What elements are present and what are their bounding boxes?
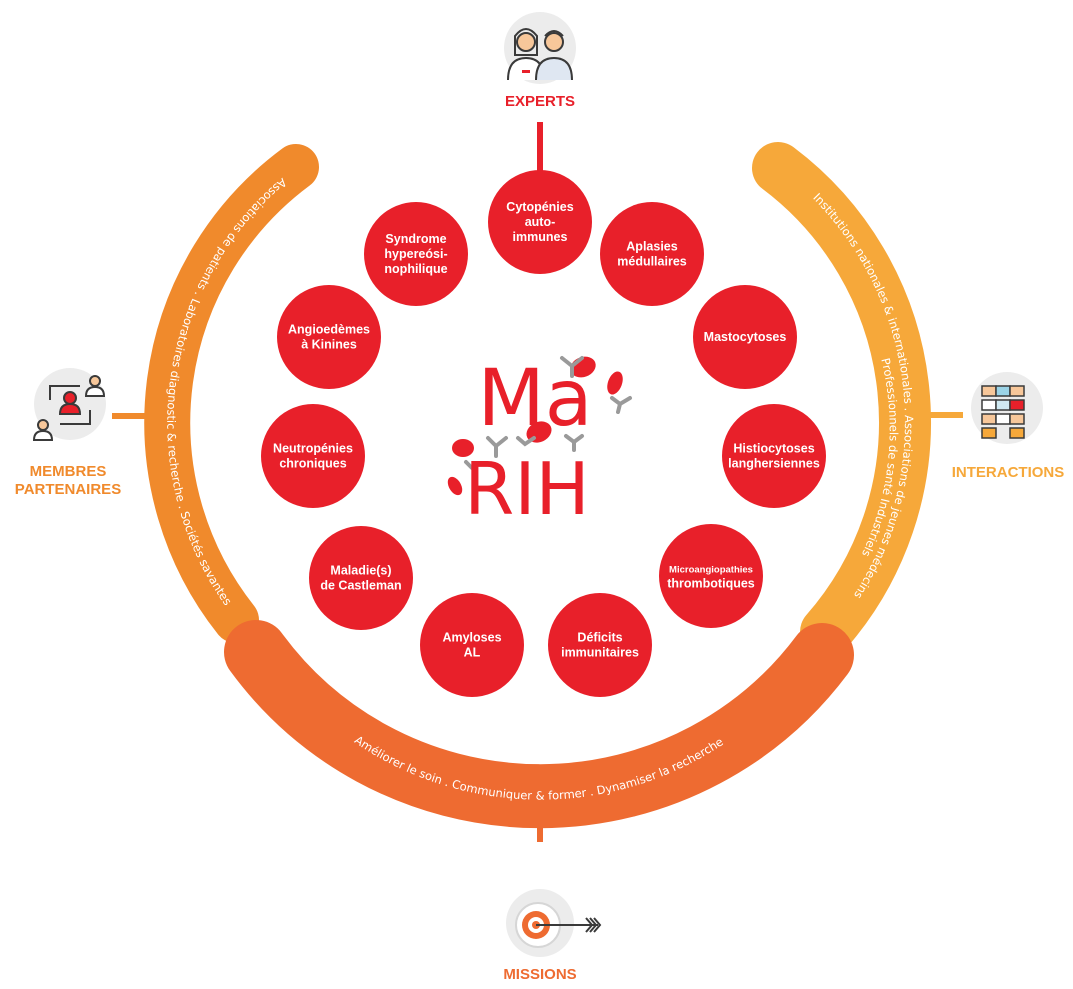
marih-logo: Ma RIH [447, 354, 632, 531]
logo-line2: RIH [464, 447, 589, 531]
disease-node: Maladie(s)de Castleman [309, 526, 413, 630]
disease-label: médullaires [617, 255, 687, 269]
disease-label: Microangiopathies [669, 565, 753, 576]
disease-label: Aplasies [626, 240, 677, 254]
logo-line1: Ma [477, 354, 592, 444]
blood-cell-shape [447, 476, 463, 496]
membres-node: MEMBRES PARTENAIRES [15, 368, 121, 498]
disease-circle [364, 202, 468, 306]
disease-label: AL [464, 646, 481, 660]
disease-circle [600, 202, 704, 306]
disease-label: à Kinines [301, 338, 357, 352]
blood-cell-shape [607, 371, 623, 395]
disease-label: Histiocytoses [733, 442, 814, 456]
disease-node: Mastocytoses [693, 285, 797, 389]
disease-label: hypereósi- [384, 247, 447, 261]
missions-node: MISSIONS [503, 889, 602, 983]
target-arrow-icon [515, 902, 602, 948]
antibody-icon [464, 356, 632, 470]
disease-label: auto- [525, 215, 556, 229]
disease-label: de Castleman [320, 579, 401, 593]
disease-label: Mastocytoses [704, 330, 787, 344]
experts-node: EXPERTS [504, 12, 576, 110]
disease-label: nophilique [384, 262, 447, 276]
membres-label-line1: MEMBRES [30, 463, 107, 480]
disease-circle [488, 170, 592, 274]
disease-circles: Cytopéniesauto-immunesAplasiesmédullaire… [261, 170, 826, 697]
disease-circle [693, 285, 797, 389]
disease-label: Angioedèmes [288, 323, 370, 337]
disease-label: Maladie(s) [330, 564, 391, 578]
disease-circle [722, 404, 826, 508]
disease-label: Neutropénies [273, 442, 353, 456]
disease-label: Cytopénies [506, 200, 573, 214]
doctors-icon [507, 28, 573, 81]
membres-label-line2: PARTENAIRES [15, 481, 121, 498]
right-arc [752, 142, 931, 658]
disease-label: immunitaires [561, 646, 639, 660]
disease-circle [420, 593, 524, 697]
disease-label: immunes [513, 230, 568, 244]
left-arc [144, 144, 319, 643]
network-people-icon [32, 375, 106, 441]
disease-label: thrombotiques [667, 577, 755, 591]
disease-circle [309, 526, 413, 630]
disease-circle [659, 524, 763, 628]
disease-label: Amyloses [442, 631, 501, 645]
disease-label: Syndrome [385, 232, 446, 246]
interactions-node: INTERACTIONS [952, 372, 1065, 481]
bottom-arc [224, 620, 854, 829]
interactions-label: INTERACTIONS [952, 464, 1065, 481]
blood-cell-shape [452, 439, 474, 457]
disease-circle [261, 404, 365, 508]
disease-label: langhersiennes [728, 457, 820, 471]
disease-label: Déficits [577, 631, 622, 645]
disease-circle [277, 285, 381, 389]
disease-label: chroniques [279, 457, 346, 471]
disease-circle [548, 593, 652, 697]
missions-label: MISSIONS [503, 966, 576, 983]
joined-hands-icon [981, 385, 1025, 439]
experts-label: EXPERTS [505, 93, 575, 110]
